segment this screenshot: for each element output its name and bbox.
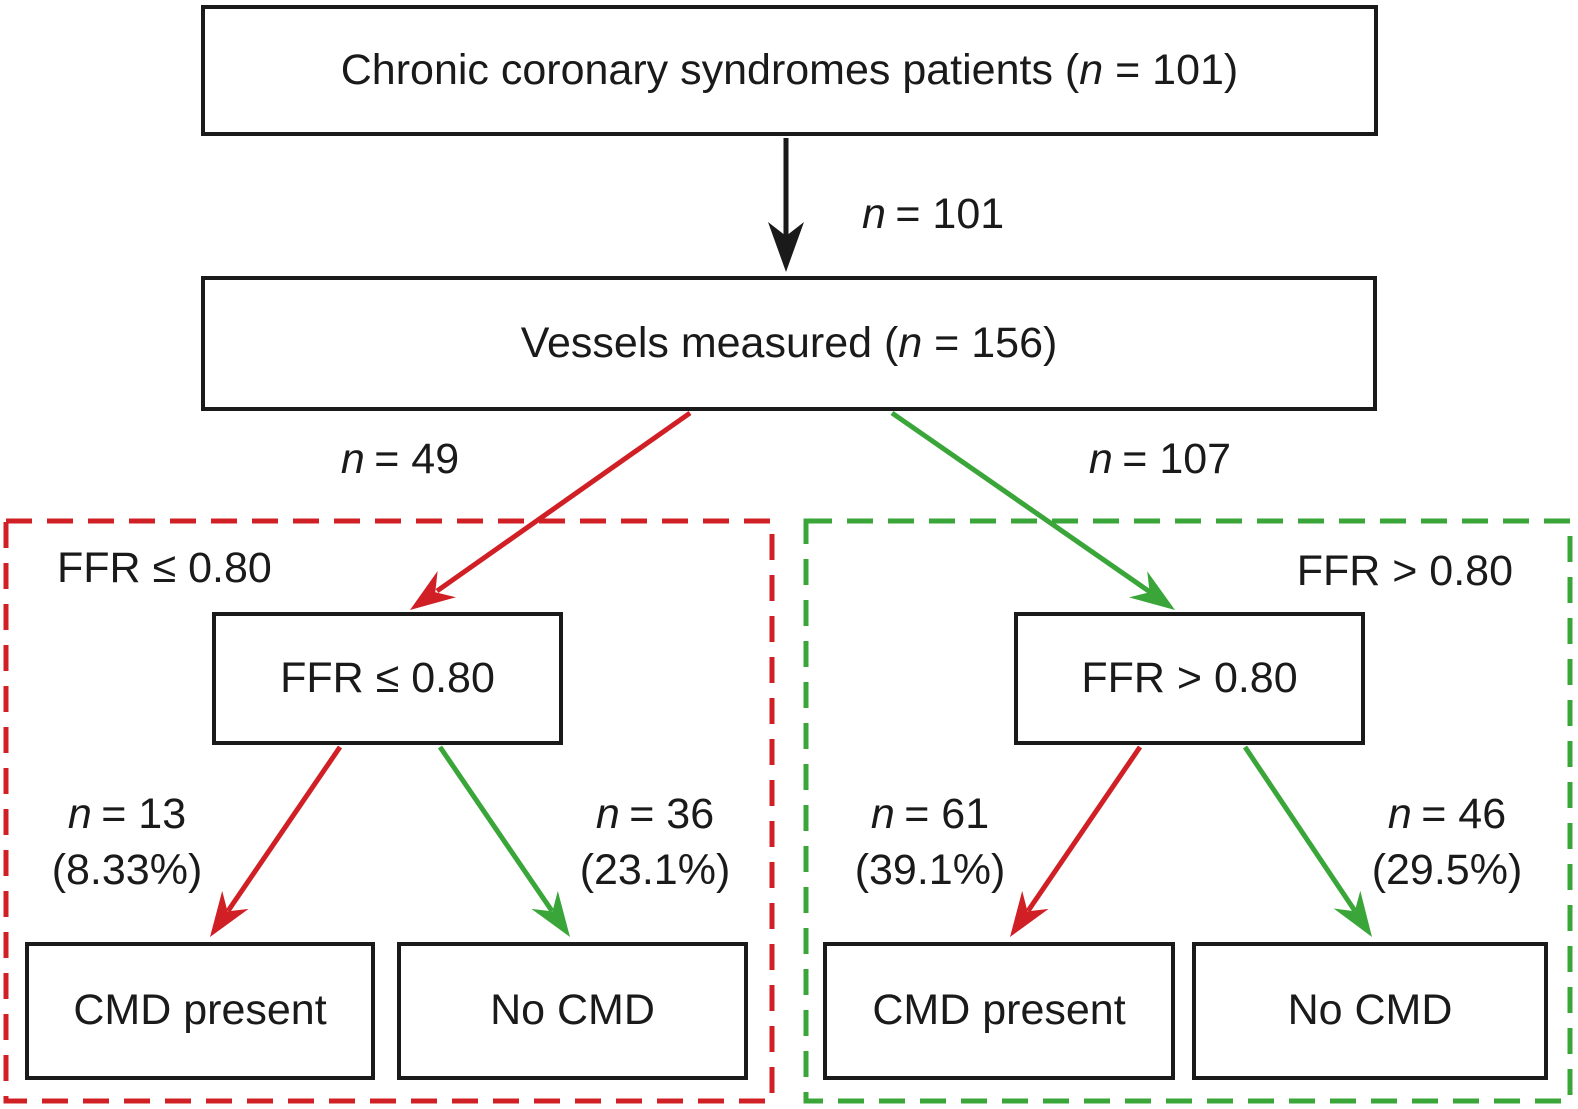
label-pre: Vessels measured ( (520, 318, 899, 367)
arrow-ffr-low-to-nocmd (437, 745, 570, 937)
label-value: = 49 (374, 435, 460, 483)
label-pre: Chronic coronary syndromes patients ( (340, 45, 1080, 94)
node-patients-box: Chronic coronary syndromes patients (n =… (201, 5, 1378, 136)
node-cmd-present-high: CMD present (823, 942, 1175, 1080)
label-value: = 36 (629, 790, 715, 838)
label-n: n (898, 318, 923, 367)
label-line-count: n= 13 (27, 786, 227, 842)
node-vessels-box: Vessels measured (n = 156) (201, 276, 1377, 411)
node-cmd-present-low: CMD present (25, 942, 375, 1080)
node-no-cmd-high: No CMD (1192, 942, 1548, 1080)
node-ffr-low-box: FFR ≤ 0.80 (212, 612, 563, 745)
arrow-ffr-high-to-nocmd (1242, 745, 1372, 937)
label-n: n (1088, 435, 1113, 483)
edge-label-n61: n= 61 (39.1%) (830, 786, 1030, 898)
label-post: = 156) (922, 318, 1058, 367)
label-line-percent: (29.5%) (1371, 846, 1523, 894)
region-frame-ffr-high (803, 518, 1573, 1104)
edge-label-n49: n= 49 (300, 431, 500, 487)
label-value: = 107 (1122, 435, 1232, 483)
region-label-ffr-high: FFR > 0.80 (1296, 547, 1513, 595)
node-no-cmd-low: No CMD (397, 942, 748, 1080)
label-line-count: n= 36 (555, 786, 755, 842)
label-line-percent: (8.33%) (51, 846, 203, 894)
label-value: = 13 (101, 790, 187, 838)
node-ffr-high-box: FFR > 0.80 (1014, 612, 1365, 745)
label-post: = 101) (1103, 45, 1239, 94)
arrow-patients-to-vessels (768, 138, 804, 272)
region-label-ffr-low: FFR ≤ 0.80 (57, 544, 272, 592)
label-value: = 101 (895, 190, 1005, 238)
label-line-percent: (23.1%) (579, 846, 731, 894)
label-value: = 61 (904, 790, 990, 838)
label-line-count: n= 46 (1347, 786, 1547, 842)
arrow-vessels-to-ffr-low (410, 410, 692, 610)
edge-label-n107: n= 107 (1060, 431, 1260, 487)
label-n: n (862, 190, 886, 238)
edge-label-n46: n= 46 (29.5%) (1347, 786, 1547, 898)
arrow-vessels-to-ffr-high (890, 410, 1175, 610)
label-n: n (1079, 45, 1104, 94)
node-patients-label: Chronic coronary syndromes patients (n =… (341, 46, 1238, 95)
label-n: n (1387, 790, 1412, 838)
edge-label-n36: n= 36 (23.1%) (555, 786, 755, 898)
node-vessels-label: Vessels measured (n = 156) (521, 319, 1058, 368)
edge-label-n101: n= 101 (862, 186, 1004, 242)
label-line-percent: (39.1%) (854, 846, 1006, 894)
label-n: n (67, 790, 92, 838)
label-value: = 46 (1421, 790, 1507, 838)
label-n: n (595, 790, 620, 838)
label-n: n (340, 435, 365, 483)
arrow-ffr-low-to-cmd (210, 745, 343, 937)
label-n: n (870, 790, 895, 838)
edge-label-n13: n= 13 (8.33%) (27, 786, 227, 898)
arrow-ffr-high-to-cmd (1010, 745, 1143, 937)
region-frame-ffr-low (3, 518, 775, 1104)
label-line-count: n= 61 (830, 786, 1030, 842)
